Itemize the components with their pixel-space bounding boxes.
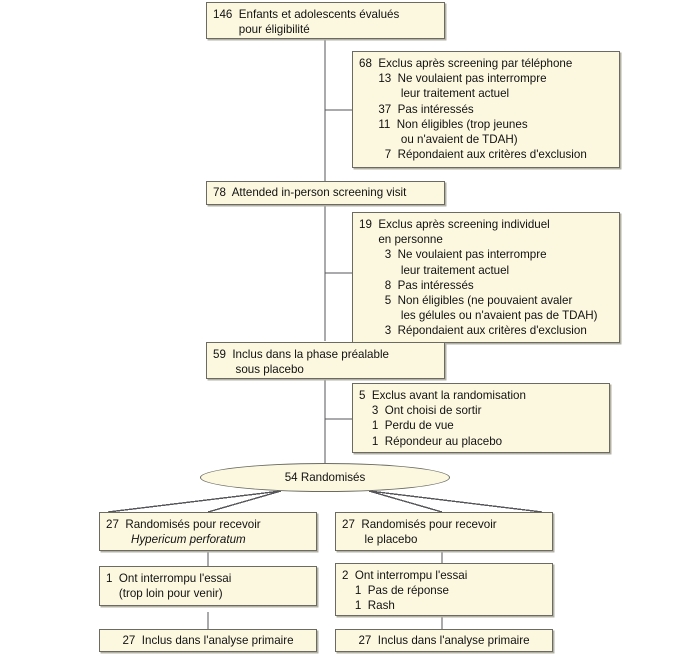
connector-randomized-to-treatment-outer (107, 490, 282, 513)
excluded-inperson-line-1: 19 Exclus après screening individuel (359, 218, 550, 231)
randomised-label: 54 Randomisés (284, 470, 366, 484)
discontinued-placebo-line-3: 1 Rash (342, 599, 395, 613)
excluded-prerandom-line-4: 1 Répondeur au placebo (359, 434, 503, 448)
discontinued-treatment-line-2: (trop loin pour venir) (106, 587, 223, 601)
runin-line-1: 59 Inclus dans la phase préalable (213, 348, 389, 361)
arm-placebo-line-1: 27 Randomisés pour recevoir (342, 518, 497, 531)
excluded-phone-line-6: ou n'avaient de TDAH) (359, 133, 518, 147)
excluded-phone-line-2: 13 Ne voulaient pas interrompre (359, 72, 547, 86)
node-discontinued-placebo: 2 Ont interrompu l'essai 1 Pas de répons… (335, 563, 553, 616)
excluded-phone-line-5: 11 Non éligibles (trop jeunes (359, 117, 528, 131)
arm-treatment-line-2-italic: Hypericum perforatum (131, 533, 246, 547)
excluded-inperson-line-8: 3 Répondaient aux critères d'exclusion (359, 324, 587, 338)
arm-placebo-line-2: le placebo (342, 533, 418, 547)
node-excluded-phone-screening: 68 Exclus après screening par téléphone … (352, 51, 620, 168)
excluded-phone-line-7: 7 Répondaient aux critères d'exclusion (359, 148, 587, 162)
attended-visit-line-1: 78 Attended in-person screening visit (213, 186, 407, 199)
connector-randomized-to-placebo (368, 490, 443, 513)
node-analysed-treatment: 27 Inclus dans l'analyse primaire (99, 629, 317, 652)
excluded-phone-line-3: leur traitement actuel (359, 87, 510, 101)
node-discontinued-treatment: 1 Ont interrompu l'essai (trop loin pour… (99, 566, 317, 606)
excluded-inperson-line-2: en personne (359, 233, 443, 247)
runin-line-2: sous placebo (213, 363, 304, 377)
node-assessed-for-eligibility: 146 Enfants et adolescents évalués pour … (206, 2, 445, 39)
analysed-placebo-line-1: 27 Inclus dans l'analyse primaire (358, 634, 530, 647)
assessed-line-2: pour éligibilité (213, 23, 310, 37)
excluded-prerandom-line-1: 5 Exclus avant la randomisation (359, 389, 526, 402)
arm-treatment-line-1: 27 Randomisés pour recevoir (106, 518, 261, 531)
excluded-prerandom-line-2: 3 Ont choisi de sortir (359, 404, 482, 418)
excluded-prerandom-line-3: 1 Perdu de vue (359, 419, 454, 433)
node-placebo-run-in-phase: 59 Inclus dans la phase préalable sous p… (206, 342, 445, 379)
node-analysed-placebo: 27 Inclus dans l'analyse primaire (335, 629, 553, 652)
connector-randomized-to-placebo-outer (368, 490, 543, 513)
connector-randomized-to-treatment (207, 490, 282, 513)
discontinued-placebo-line-2: 1 Pas de réponse (342, 584, 449, 598)
discontinued-placebo-line-1: 2 Ont interrompu l'essai (342, 569, 468, 582)
excluded-inperson-line-6: 5 Non éligibles (ne pouvaient avaler (359, 294, 573, 308)
assessed-line-1: 146 Enfants et adolescents évalués (213, 8, 400, 21)
excluded-phone-line-4: 37 Pas intéressés (359, 102, 474, 116)
excluded-inperson-line-4: leur traitement actuel (359, 263, 510, 277)
discontinued-treatment-line-1: 1 Ont interrompu l'essai (106, 572, 232, 585)
analysed-treatment-line-1: 27 Inclus dans l'analyse primaire (122, 634, 294, 647)
node-arm-hypericum: 27 Randomisés pour recevoir Hypericum pe… (99, 512, 317, 551)
excluded-phone-line-1: 68 Exclus après screening par téléphone (359, 57, 573, 70)
node-attended-in-person-visit: 78 Attended in-person screening visit (206, 181, 445, 205)
excluded-inperson-line-3: 3 Ne voulaient pas interrompre (359, 248, 547, 262)
node-arm-placebo: 27 Randomisés pour recevoir le placebo (335, 512, 553, 551)
node-excluded-before-randomisation: 5 Exclus avant la randomisation 3 Ont ch… (352, 383, 610, 453)
node-randomised: 54 Randomisés (200, 463, 450, 492)
excluded-inperson-line-5: 8 Pas intéressés (359, 278, 474, 292)
node-excluded-in-person-screening: 19 Exclus après screening individuel en … (352, 212, 620, 343)
excluded-inperson-line-7: les gélules ou n'avaient pas de TDAH) (359, 309, 598, 323)
